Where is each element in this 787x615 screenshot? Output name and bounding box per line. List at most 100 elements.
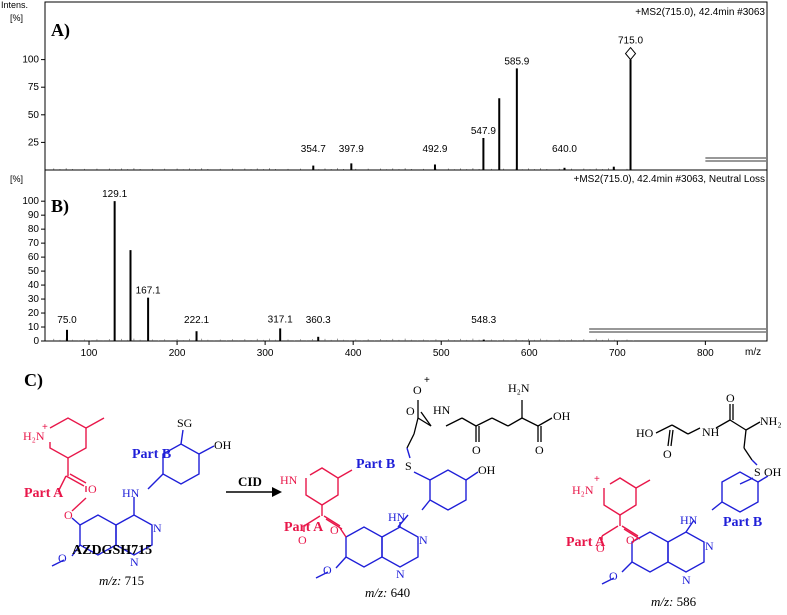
mlz-label-2: m/z: 640 — [365, 585, 410, 600]
atom-o-methoxy-3: O — [609, 569, 618, 583]
y-tick-label: 80 — [28, 224, 40, 235]
peak-label: 492.9 — [422, 144, 447, 155]
atom-s-2: S — [405, 459, 412, 473]
y-tick-label: 100 — [22, 55, 39, 66]
atom-s-3: S — [754, 465, 761, 479]
y-tick-label: 20 — [28, 308, 40, 319]
y-tick-label: 50 — [28, 110, 40, 121]
peak-label: 354.7 — [301, 144, 326, 155]
mlz-value-3: 586 — [677, 594, 697, 609]
atom-n3-2: N — [419, 533, 428, 547]
peak-label: 129.1 — [102, 189, 127, 200]
mlz-label-3: m/z: 586 — [651, 594, 697, 609]
atom-n3-1: N — [153, 521, 162, 535]
atom-hn-3: HN — [680, 513, 698, 527]
peak-label: 360.3 — [306, 315, 331, 326]
atom-o-methoxy-1: O — [58, 551, 67, 565]
y-tick-label: 50 — [28, 266, 40, 277]
peak-label: 585.9 — [504, 56, 529, 67]
atom-o-carbonyl-2: O — [298, 533, 307, 547]
part-a-label-1: Part A — [24, 486, 64, 501]
mlz-value-1: 715 — [125, 573, 145, 588]
quinazoline-core-1 — [51, 497, 153, 567]
fragmentation-scheme: C) H₂N + O Part A O — [23, 370, 782, 609]
atom-n1-3: N — [682, 573, 691, 587]
x-tick-label: 300 — [257, 348, 274, 359]
panel-c-label: C) — [24, 370, 43, 391]
peak-label: 397.9 — [339, 144, 364, 155]
mlz-label-1: m/z: 715 — [99, 573, 144, 588]
spectrum-panel-b: [%] B) +MS2(715.0), 42.4min #3063, Neutr… — [10, 169, 768, 359]
peak-label: 75.0 — [57, 315, 77, 326]
structure-fragment-586: HO O NH O NH₂ S OH Part B — [566, 391, 782, 609]
compound-name: AZDGSH715 — [72, 543, 152, 558]
part-b-label-3: Part B — [723, 515, 762, 530]
x-tick-label: 600 — [521, 348, 538, 359]
panel-b-y-unit: [%] — [10, 174, 23, 184]
atom-oh-acid-2: OH — [553, 409, 571, 423]
atom-oh-1: OH — [214, 438, 232, 452]
mlz-prefix-1: m/z: — [99, 573, 121, 588]
atom-hn-2: HN — [388, 510, 406, 524]
y-tick-label: 60 — [28, 252, 40, 263]
x-tick-label: 500 — [433, 348, 450, 359]
atom-hn-pip-2: HN — [280, 473, 298, 487]
atom-nh-3: NH — [702, 425, 720, 439]
mlz-value-2: 640 — [391, 585, 411, 600]
atom-plus-1: + — [42, 422, 48, 433]
y-tick-label: 40 — [28, 280, 40, 291]
panel-b-header: +MS2(715.0), 42.4min #3063, Neutral Loss — [574, 174, 766, 185]
peak-label: 640.0 — [552, 144, 577, 155]
arrow-label: CID — [238, 474, 262, 489]
y-tick-label: 10 — [28, 322, 40, 333]
atom-o-ester-3: O — [626, 533, 635, 547]
piperazine-ring-1 — [49, 417, 105, 493]
atom-ho-3: HO — [636, 426, 654, 440]
phenyl-ring-3 — [711, 459, 769, 513]
peak-label: 222.1 — [184, 315, 209, 326]
atom-o-amide-3: O — [726, 391, 735, 405]
peak-label: 167.1 — [136, 286, 161, 297]
atom-h2n-2: H₂N — [508, 381, 530, 395]
glutathione-chain-2 — [406, 400, 553, 449]
atom-h2n-3: H₂N — [572, 483, 594, 497]
atom-o-2: O — [406, 404, 415, 418]
peak-label: 547.9 — [471, 126, 496, 137]
peak-label: 715.0 — [618, 36, 643, 47]
x-tick-label: 700 — [609, 348, 626, 359]
part-a-label-3: Part A — [566, 535, 606, 550]
atom-o-carbonyl-1: O — [88, 482, 97, 496]
phenyl-ring-1 — [147, 429, 215, 490]
cysgly-chain-3 — [655, 404, 761, 461]
peak-label: 548.3 — [471, 315, 496, 326]
part-b-label-2: Part B — [356, 457, 395, 472]
piperazine-ring-2 — [303, 467, 353, 538]
atom-o-oxonium-2: O — [413, 383, 422, 397]
panel-a-peaks: 354.7 397.9 492.9 547.9 585.9 640.0 715.0 — [301, 36, 766, 170]
atom-oh-2: OH — [478, 463, 496, 477]
atom-n1-2: N — [396, 567, 405, 581]
atom-oh-3: OH — [764, 465, 782, 479]
atom-hn-amide-2: HN — [433, 403, 451, 417]
atom-sg-1: SG — [177, 416, 193, 430]
peak-label: 317.1 — [268, 314, 293, 325]
atom-hn-1: HN — [122, 486, 140, 500]
y-tick-label: 100 — [22, 196, 39, 207]
structure-parent-715: H₂N + O Part A O O N N HN — [23, 416, 232, 588]
atom-o-ester-1: O — [64, 508, 73, 522]
ester-bond-1 — [71, 497, 87, 512]
y-tick-label: 70 — [28, 238, 40, 249]
y-tick-label: 30 — [28, 294, 40, 305]
phenyl-ring-2 — [406, 447, 479, 511]
spectrum-panel-a: Intens. [%] A) +MS2(715.0), 42.4min #306… — [1, 0, 768, 171]
x-tick-label: 200 — [169, 348, 186, 359]
atom-o-methoxy-2: O — [323, 563, 332, 577]
y-tick-label: 90 — [28, 210, 40, 221]
part-a-label-2: Part A — [284, 520, 324, 535]
panel-b-peaks: 75.0 129.1 167.1 222.1 317.1 360.3 548.3 — [57, 189, 766, 341]
